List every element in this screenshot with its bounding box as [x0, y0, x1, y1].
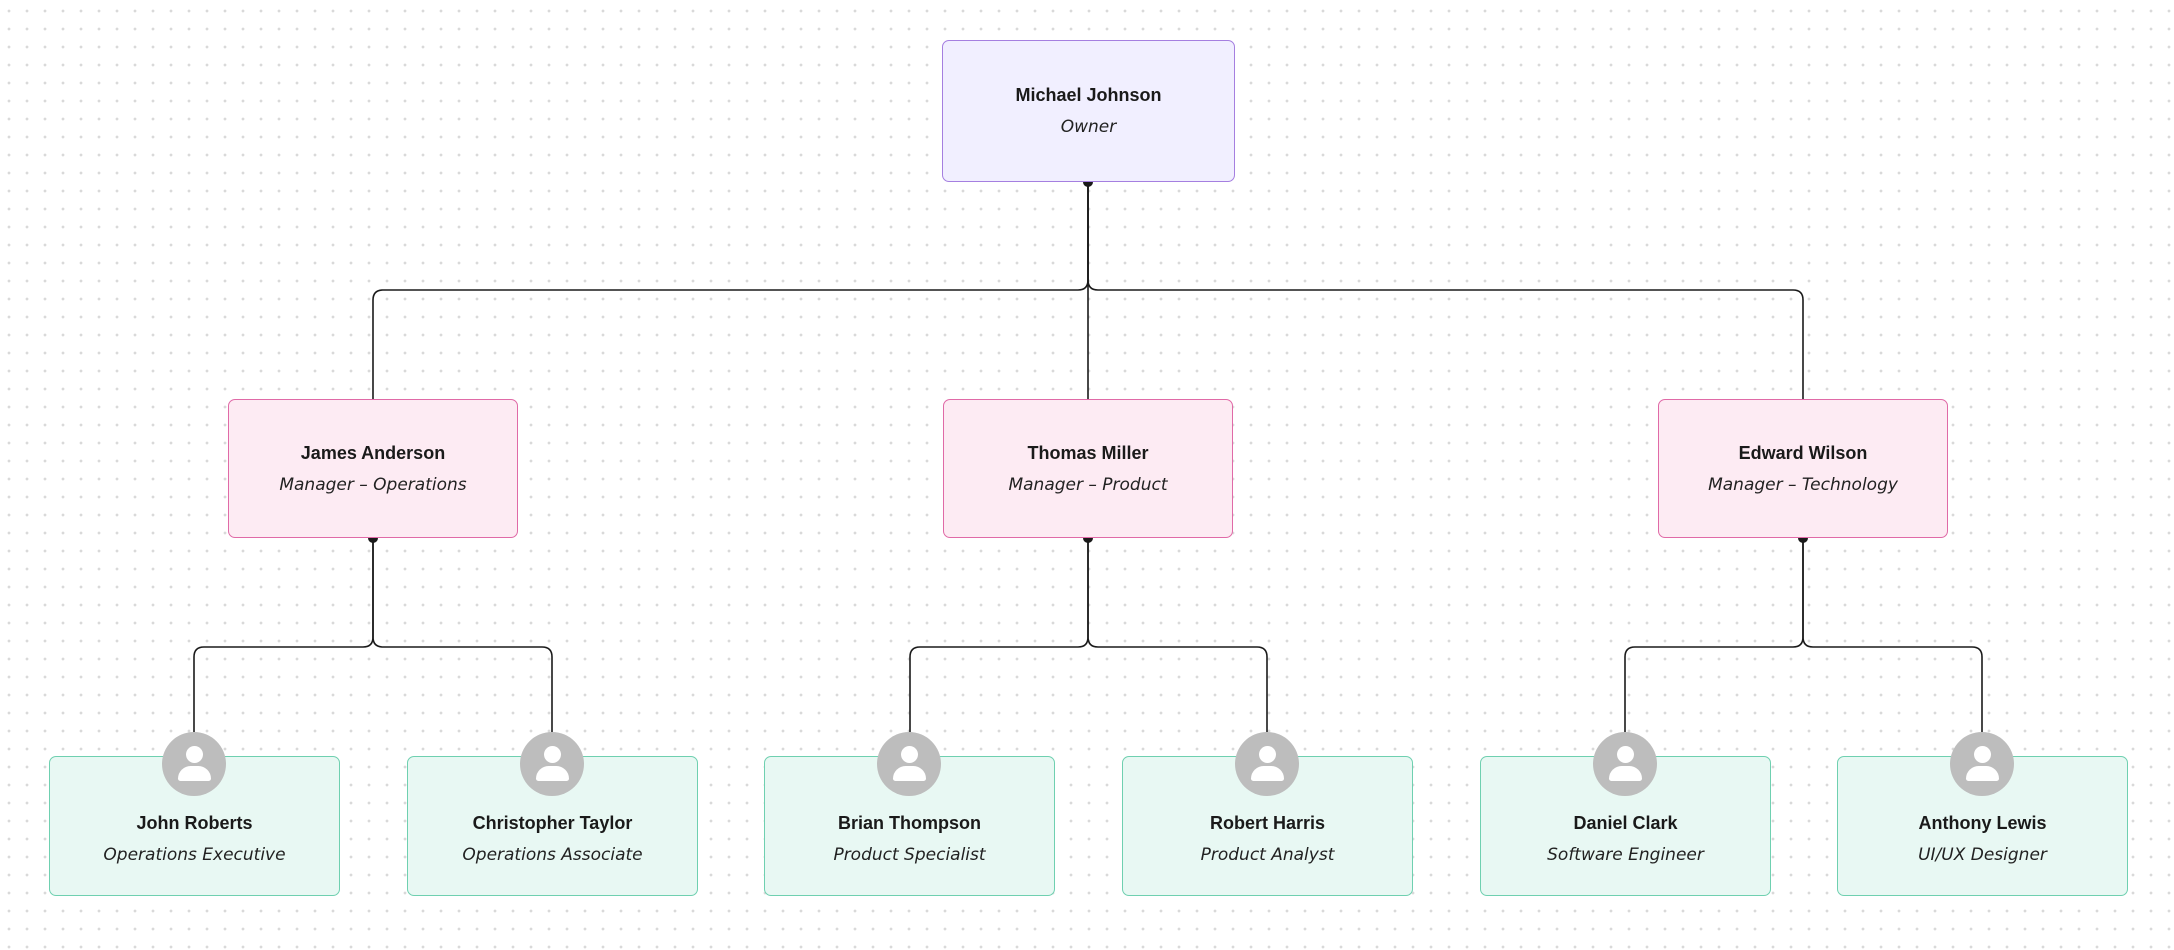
staff-role: Product Analyst	[1200, 845, 1335, 865]
connector-manager-to-staff	[372, 538, 553, 732]
connector-manager-to-staff	[1802, 538, 1983, 732]
manager-role: Manager – Technology	[1708, 474, 1898, 495]
user-avatar-icon	[520, 732, 584, 796]
user-avatar-icon	[877, 732, 941, 796]
staff-name: John Roberts	[136, 813, 253, 833]
staff-role: UI/UX Designer	[1918, 845, 2047, 865]
owner-role: Owner	[1060, 117, 1117, 137]
connector-manager-to-staff	[909, 538, 1089, 732]
manager-name: Thomas Miller	[1027, 442, 1149, 463]
staff-name: Anthony Lewis	[1918, 813, 2047, 833]
manager-role: Manager – Product	[1008, 474, 1168, 495]
manager-name: Edward Wilson	[1738, 442, 1868, 463]
connector-manager-to-staff	[193, 538, 374, 732]
manager-node-technology[interactable]: Edward Wilson Manager – Technology	[1658, 399, 1948, 538]
staff-name: Christopher Taylor	[472, 813, 633, 833]
manager-role: Manager – Operations	[279, 474, 467, 495]
staff-name: Robert Harris	[1209, 813, 1326, 833]
staff-role: Product Specialist	[833, 845, 986, 865]
connector-manager-to-staff	[1087, 538, 1268, 732]
staff-role: Operations Executive	[103, 845, 286, 865]
staff-role: Software Engineer	[1547, 845, 1704, 865]
manager-node-operations[interactable]: James Anderson Manager – Operations	[228, 399, 518, 538]
user-avatar-icon	[1950, 732, 2014, 796]
manager-node-product[interactable]: Thomas Miller Manager – Product	[943, 399, 1233, 538]
manager-name: James Anderson	[300, 442, 446, 463]
owner-node[interactable]: Michael Johnson Owner	[942, 40, 1235, 182]
staff-node-anthony-lewis[interactable]: Anthony Lewis UI/UX Designer	[1837, 756, 2128, 896]
user-avatar-icon	[162, 732, 226, 796]
connector-manager-to-staff	[1624, 538, 1804, 732]
staff-role: Operations Associate	[462, 845, 643, 865]
staff-name: Brian Thompson	[838, 813, 981, 833]
user-avatar-icon	[1235, 732, 1299, 796]
owner-name: Michael Johnson	[1015, 85, 1162, 105]
staff-name: Daniel Clark	[1573, 813, 1678, 833]
user-avatar-icon	[1593, 732, 1657, 796]
connector-owner-to-manager	[372, 182, 1089, 399]
connector-owner-to-manager	[1087, 182, 1804, 399]
